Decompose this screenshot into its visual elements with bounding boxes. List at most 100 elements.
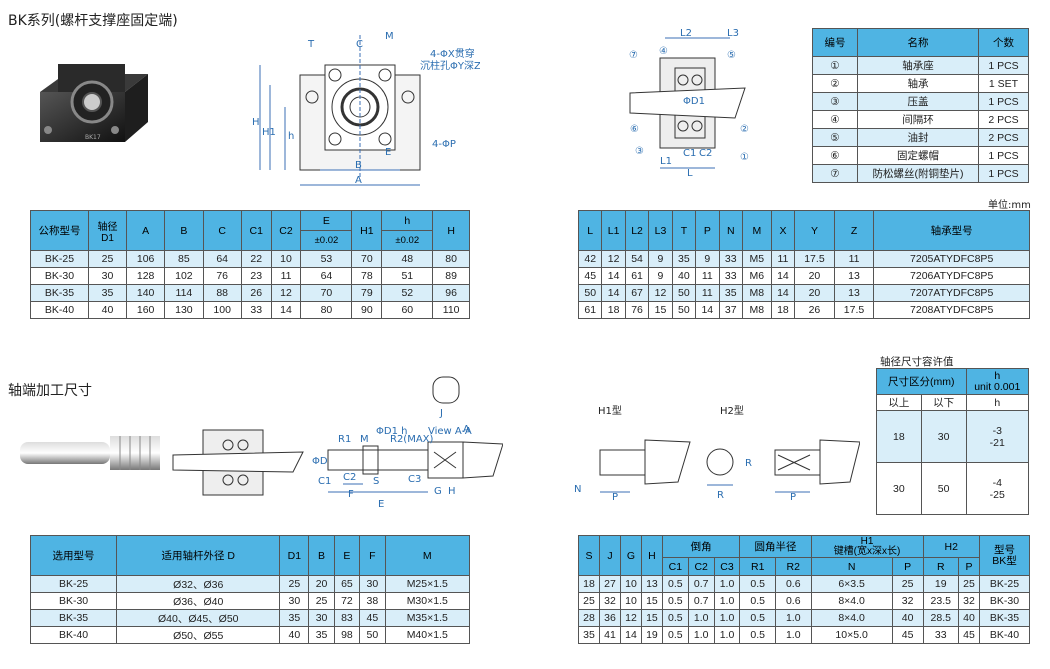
svg-text:H2型: H2型 xyxy=(720,404,744,417)
table-cell: BK-35 xyxy=(30,284,89,302)
tolerance-title: 轴径尺寸容许值 xyxy=(880,356,954,368)
svg-text:View A-A: View A-A xyxy=(428,426,472,437)
h-type-drawing: H1型 H2型 N P R P R xyxy=(574,404,860,503)
shaft-dimension-drawing: J R1 M ΦD1 h R2(MAX) View A-A ΦD C1 C2 S… xyxy=(312,376,503,510)
svg-text:③: ③ xyxy=(635,146,644,157)
svg-text:L2: L2 xyxy=(680,28,692,39)
table-cell: 14 xyxy=(619,626,642,644)
table-cell: 固定螺帽 xyxy=(857,146,979,165)
table-cell: 60 xyxy=(381,301,434,319)
table-cell: 1.0 xyxy=(713,609,741,627)
table-cell: ③ xyxy=(812,92,858,111)
table-cell: 80 xyxy=(432,250,470,268)
table-cell: 12 xyxy=(648,284,673,302)
table-cell: 51 xyxy=(381,267,434,285)
column-header: R xyxy=(922,557,959,576)
table-cell: M5 xyxy=(741,250,772,268)
svg-text:C2: C2 xyxy=(699,148,712,159)
table-cell: 96 xyxy=(432,284,470,302)
svg-text:⑤: ⑤ xyxy=(727,50,736,61)
table-cell: 13 xyxy=(833,284,875,302)
table-cell: 33 xyxy=(718,267,743,285)
table-cell: 7208ATYDFC8P5 xyxy=(873,301,1030,319)
table-cell: 20 xyxy=(794,267,835,285)
column-header: F xyxy=(359,535,386,576)
column-header: L2 xyxy=(624,210,650,251)
table-cell: 0.5 xyxy=(661,626,689,644)
table-cell: 1 SET xyxy=(978,74,1029,93)
table-cell: 12 xyxy=(619,609,642,627)
svg-text:T: T xyxy=(307,39,315,50)
table-cell: 35 xyxy=(718,284,743,302)
shaft-photo xyxy=(20,436,160,470)
column-header: P xyxy=(695,210,720,251)
table-cell: 15 xyxy=(648,301,673,319)
table-cell: 128 xyxy=(125,267,166,285)
table-cell: 35 xyxy=(88,284,127,302)
column-header: 轴承型号 xyxy=(873,210,1030,251)
table-cell: 33 xyxy=(240,301,272,319)
table-cell: 160 xyxy=(125,301,166,319)
table-cell: 1 PCS xyxy=(978,92,1029,111)
table-cell: 32 xyxy=(957,592,980,610)
table-cell: 130 xyxy=(164,301,204,319)
table-cell: 17.5 xyxy=(833,301,875,319)
table-cell: 压盖 xyxy=(857,92,979,111)
table-cell: 10×5.0 xyxy=(810,626,893,644)
table-cell: 11 xyxy=(770,250,796,268)
column-header: P xyxy=(957,557,980,576)
table-cell: 140 xyxy=(125,284,166,302)
svg-text:ΦD: ΦD xyxy=(312,456,328,467)
svg-text:沉柱孔ΦY深Z: 沉柱孔ΦY深Z xyxy=(420,59,480,72)
table-cell: 7207ATYDFC8P5 xyxy=(873,284,1030,302)
table-cell: 83 xyxy=(333,609,361,627)
table-cell: 1 PCS xyxy=(978,56,1029,75)
table-cell: 72 xyxy=(333,592,361,610)
table-cell: 14 xyxy=(770,267,796,285)
table-cell: 0.5 xyxy=(739,592,776,610)
table-cell: 14 xyxy=(601,284,626,302)
table-cell: 8×4.0 xyxy=(810,592,893,610)
table-cell: 14 xyxy=(270,301,302,319)
table-cell: 28 xyxy=(578,609,600,627)
column-header: B xyxy=(308,535,335,576)
svg-text:L1: L1 xyxy=(660,156,672,167)
svg-text:BK17: BK17 xyxy=(85,134,101,141)
table-cell: 42 xyxy=(577,250,603,268)
column-header: M xyxy=(741,210,772,251)
table-cell: 35 xyxy=(308,626,335,644)
table-cell: 0.7 xyxy=(687,575,715,593)
table-cell: 7206ATYDFC8P5 xyxy=(873,267,1030,285)
table-cell: 30 xyxy=(279,592,310,610)
table-cell: 20 xyxy=(794,284,835,302)
column-header: C3 xyxy=(713,557,741,576)
table-cell: 27 xyxy=(598,575,621,593)
table-cell: 100 xyxy=(202,301,242,319)
svg-text:⑥: ⑥ xyxy=(630,124,639,135)
table-cell: 45 xyxy=(957,626,980,644)
column-header: R2 xyxy=(774,557,812,576)
table-cell: 11 xyxy=(695,284,720,302)
column-header: N xyxy=(810,557,893,576)
table-cell: BK-25 xyxy=(978,575,1031,593)
table-cell: 1.0 xyxy=(713,575,741,593)
table-cell: 64 xyxy=(202,250,242,268)
table-cell: 32 xyxy=(891,592,924,610)
svg-text:A: A xyxy=(463,424,470,435)
table-cell: 35 xyxy=(671,250,697,268)
column-header: C2 xyxy=(687,557,715,576)
table-cell: Ø36、Ø40 xyxy=(116,592,281,610)
column-header: M xyxy=(384,535,471,576)
table-cell: BK-30 xyxy=(30,267,89,285)
svg-text:G: G xyxy=(434,486,442,497)
table-cell: 0.6 xyxy=(774,575,812,593)
table-cell: 33 xyxy=(718,250,743,268)
table-cell: 间隔环 xyxy=(857,110,979,129)
column-header: Y xyxy=(794,210,835,251)
table-cell: 45 xyxy=(577,267,603,285)
